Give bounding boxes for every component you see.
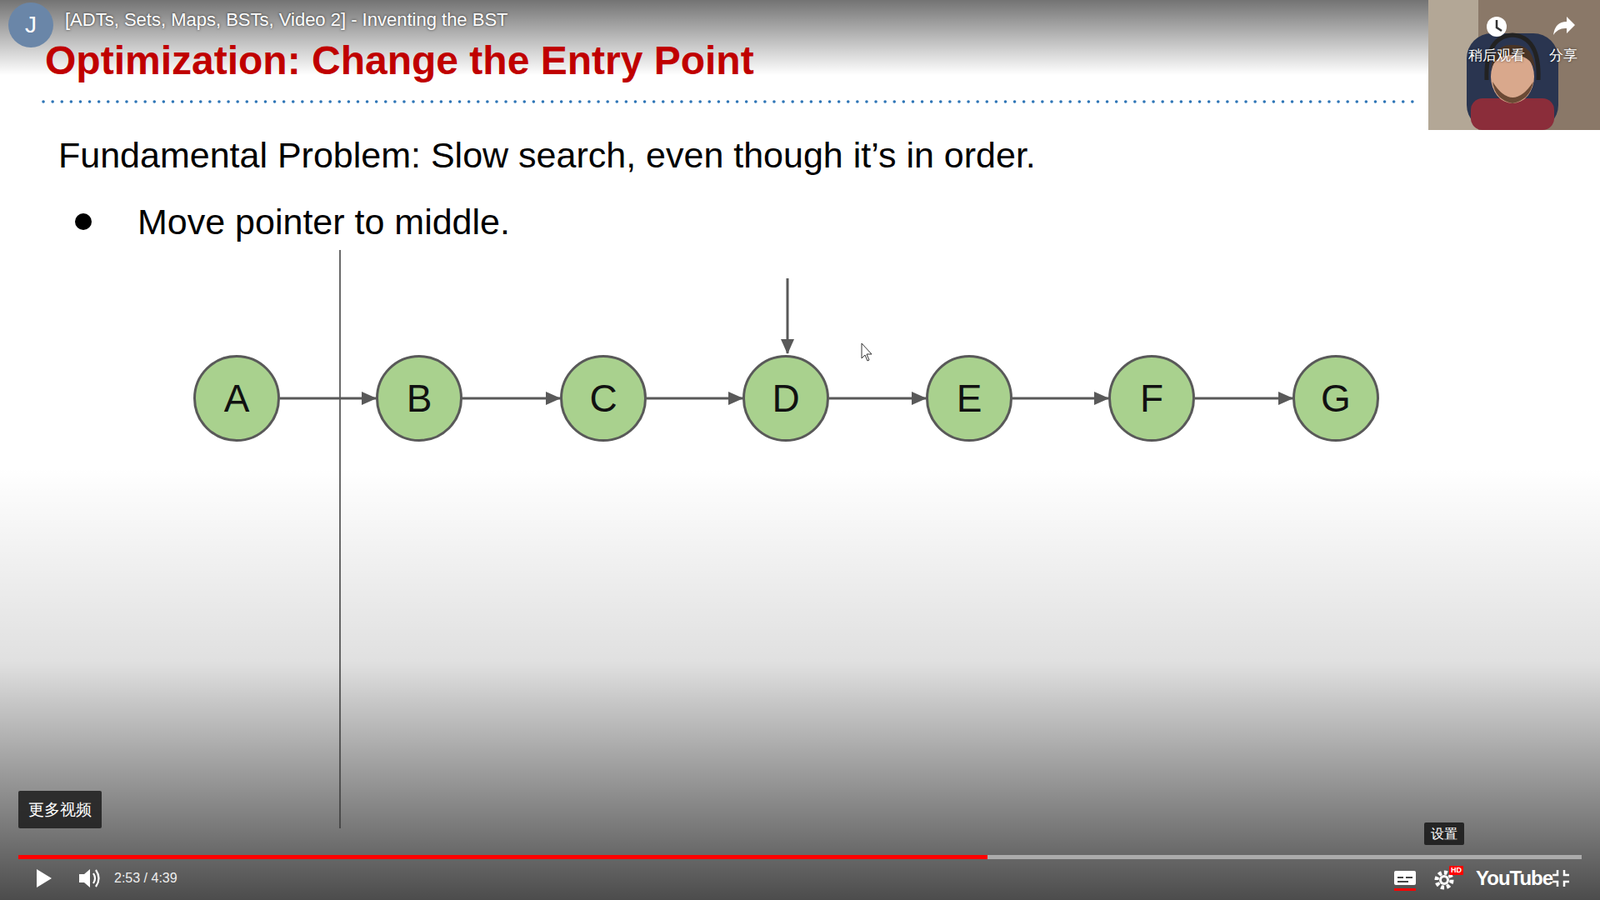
- divider-line: [339, 250, 341, 829]
- youtube-logo: YouTube: [1475, 865, 1553, 891]
- subtitles-icon: [1394, 870, 1416, 891]
- progress-played: [18, 855, 988, 860]
- settings-tooltip: 设置: [1424, 822, 1465, 845]
- circle-shape: [744, 356, 829, 441]
- circle-shape: [927, 356, 1012, 441]
- problem-statement: Fundamental Problem: Slow search, even t…: [58, 133, 1036, 177]
- node-letter: G: [1320, 379, 1351, 418]
- dotted-rule: [43, 100, 1419, 104]
- next-pointer-arrow: [1012, 397, 1109, 400]
- webcam-beard: [1492, 81, 1534, 104]
- list-node-circle: F: [1108, 355, 1195, 442]
- list-node-circle: B: [375, 355, 463, 442]
- share-icon: [1553, 16, 1575, 35]
- node-letter: F: [1140, 379, 1164, 418]
- next-pointer-arrow: [646, 397, 743, 400]
- mouse-cursor: [861, 343, 872, 361]
- progress-track: [18, 855, 1582, 860]
- clock-hands: [1496, 20, 1502, 31]
- volume-icon: [79, 869, 100, 888]
- circle-shape: [1110, 356, 1195, 441]
- list-node-circle: G: [1292, 355, 1380, 442]
- time-display: 2:53 / 4:39: [114, 870, 178, 887]
- share-label: 分享: [1549, 46, 1578, 64]
- circle-shape: [377, 356, 462, 441]
- list-node-circle: E: [925, 355, 1013, 442]
- gear-body: [1439, 875, 1450, 885]
- node-letter: B: [406, 379, 433, 418]
- gear-hole: [1441, 877, 1447, 883]
- webcam-background: [1428, 0, 1600, 130]
- webcam-chair: [1466, 33, 1559, 130]
- channel-avatar: J: [8, 2, 54, 48]
- slide-title: Optimization: Change the Entry Point: [45, 36, 755, 85]
- node-letter: D: [771, 379, 800, 418]
- bullet-dot: [75, 213, 92, 230]
- circle-shape: [561, 356, 646, 441]
- exit-fullscreen-icon: [1552, 870, 1570, 887]
- webcam-thumbnail: [1428, 0, 1600, 130]
- node-letter: C: [589, 379, 617, 418]
- node-letter: E: [956, 379, 983, 418]
- list-node-circle: C: [560, 355, 647, 442]
- entry-pointer-arrow: [786, 278, 790, 354]
- watch-later-label: 稍后观看: [1468, 46, 1525, 64]
- subtitles-lines: [1397, 877, 1413, 882]
- more-videos-button: 更多视频: [18, 790, 102, 829]
- next-pointer-arrow: [1195, 397, 1293, 400]
- next-pointer-arrow: [462, 397, 560, 400]
- list-node-circle: D: [742, 355, 830, 442]
- watch-later-icon: [1486, 16, 1507, 37]
- list-node-circle: A: [193, 355, 280, 442]
- bullet-text: Move pointer to middle.: [137, 200, 510, 244]
- next-pointer-arrow: [829, 397, 926, 400]
- speaker: [79, 869, 90, 888]
- play-button: [36, 869, 52, 888]
- sound-waves: [93, 870, 100, 887]
- video-title: [ADTs, Sets, Maps, BSTs, Video 2] - Inve…: [65, 8, 509, 32]
- hd-badge: HD: [1449, 865, 1464, 875]
- subtitles-frame: [1394, 870, 1416, 885]
- clock-face: [1486, 16, 1507, 37]
- circle-shape: [195, 356, 280, 441]
- node-letter: A: [224, 379, 250, 418]
- subtitles-underline: [1394, 888, 1416, 891]
- next-pointer-arrow: [280, 397, 376, 400]
- bottom-shade: [0, 466, 1600, 900]
- circle-shape: [1294, 356, 1379, 441]
